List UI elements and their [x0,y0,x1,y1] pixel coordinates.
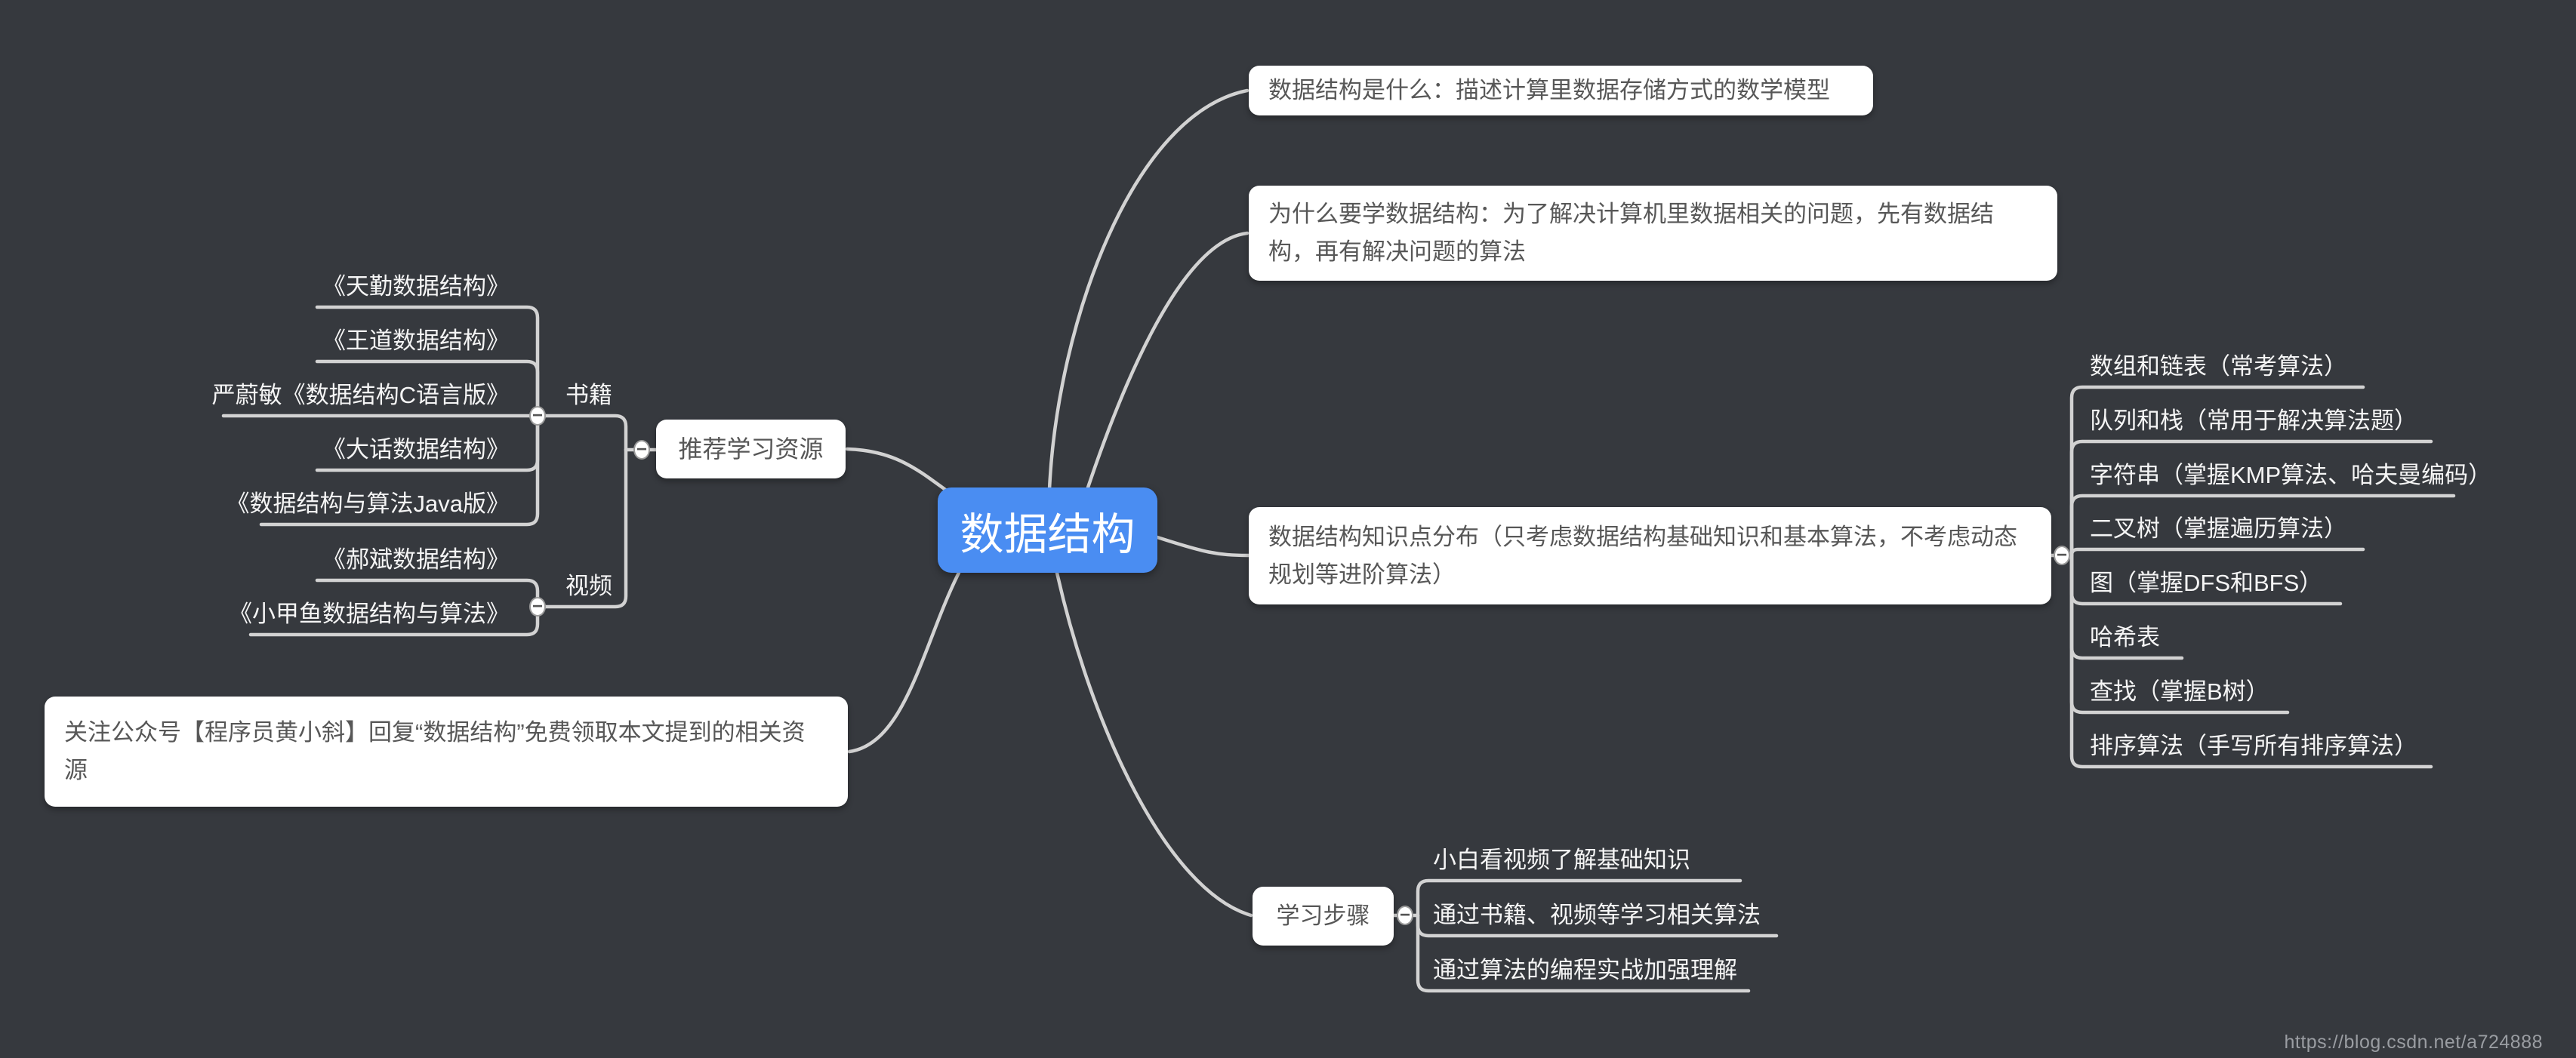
collapse-button-steps[interactable]: − [1397,906,1413,925]
topic-wechat[interactable]: 关注公众号【程序员黄小斜】回复“数据结构”免费领取本文提到的相关资源 [45,697,848,807]
edge-knowledge-child-2 [2069,494,2456,558]
topic-what-label: 数据结构是什么：描述计算里数据存储方式的数学模型 [1268,77,1830,103]
edge-videos-child-0 [315,578,540,609]
subtopic-binary-tree[interactable]: 二叉树（掌握遍历算法） [2090,515,2347,542]
subtopic-queue-stack[interactable]: 队列和栈（常用于解决算法题） [2090,408,2417,434]
edge-root-knowledge [1155,535,1251,558]
topic-what[interactable]: 数据结构是什么：描述计算里数据存储方式的数学模型 [1249,66,1873,115]
subtopic-string[interactable]: 字符串（掌握KMP算法、哈夫曼编码） [2090,462,2492,488]
subtopic-search[interactable]: 查找（掌握B树） [2090,678,2269,705]
subtopic-graph[interactable]: 图（掌握DFS和BFS） [2090,570,2323,596]
edge-books-child-1 [315,359,540,418]
edge-root-wechat [847,571,961,754]
edge-books-child-4 [259,414,540,527]
subtopic-step-books[interactable]: 通过书籍、视频等学习相关算法 [1433,902,1761,928]
subtopic-step-videos[interactable]: 小白看视频了解基础知识 [1433,847,1690,873]
subtopic-video-xiaojiayu[interactable]: 《小甲鱼数据结构与算法》 [229,601,510,627]
subtopic-book-java[interactable]: 《数据结构与算法Java版》 [226,491,510,517]
edge-resources-videos [541,447,628,609]
edge-knowledge-child-3 [2069,547,2365,558]
subtopic-hash-table[interactable]: 哈希表 [2090,624,2160,650]
collapse-button-knowledge[interactable]: − [2054,546,2070,565]
edge-root-what [1047,88,1249,492]
topic-why[interactable]: 为什么要学数据结构：为了解决计算机里数据相关的问题，先有数据结构，再有解决问题的… [1249,186,2057,281]
subtopic-book-tianqin[interactable]: 《天勤数据结构》 [322,273,510,300]
edge-knowledge-child-1 [2069,439,2433,558]
edge-books-child-0 [315,305,540,418]
subtopic-book-dahua[interactable]: 《大话数据结构》 [322,436,510,463]
topic-wechat-label: 关注公众号【程序员黄小斜】回复“数据结构”免费领取本文提到的相关资源 [64,719,806,783]
topic-resources[interactable]: 推荐学习资源 [656,420,846,478]
subtopic-book-wangdao[interactable]: 《王道数据结构》 [322,328,510,354]
watermark-url: https://blog.csdn.net/a724888 [2284,1032,2543,1053]
topic-steps[interactable]: 学习步骤 [1253,887,1394,946]
edge-root-resources [845,447,950,494]
subtopic-videos-label[interactable]: 视频 [565,573,612,599]
subtopic-book-yanweimin[interactable]: 严蔚敏《数据结构C语言版》 [211,382,510,408]
root-topic[interactable]: 数据结构 [938,487,1157,573]
edge-root-steps [1055,571,1253,918]
topic-why-label: 为什么要学数据结构：为了解决计算机里数据相关的问题，先有数据结构，再有解决问题的… [1268,201,1994,265]
topic-steps-label: 学习步骤 [1276,903,1370,929]
edge-resources-books [540,414,628,452]
collapse-button-books[interactable]: − [529,406,546,426]
collapse-button-videos[interactable]: − [529,597,546,617]
root-topic-label: 数据结构 [960,509,1135,559]
subtopic-step-practice[interactable]: 通过算法的编程实战加强理解 [1433,957,1737,983]
collapse-button-resources[interactable]: − [633,440,650,460]
edge-root-why [1085,231,1249,492]
subtopic-sorting[interactable]: 排序算法（手写所有排序算法） [2090,733,2417,759]
edge-steps-child-2 [1416,913,1751,993]
topic-resources-label: 推荐学习资源 [678,435,824,463]
edge-knowledge-child-0 [2069,385,2365,558]
edge-steps-child-0 [1416,878,1742,918]
edge-videos-child-1 [248,604,540,637]
edge-knowledge-child-7 [2069,553,2433,769]
topic-knowledge[interactable]: 数据结构知识点分布（只考虑数据结构基础知识和基本算法，不考虑动态规划等进阶算法） [1249,507,2051,604]
topic-knowledge-label: 数据结构知识点分布（只考虑数据结构基础知识和基本算法，不考虑动态规划等进阶算法） [1268,523,2017,588]
subtopic-books-label[interactable]: 书籍 [565,382,612,408]
subtopic-arrays-lists[interactable]: 数组和链表（常考算法） [2090,353,2347,380]
subtopic-video-haobin[interactable]: 《郝斌数据结构》 [322,546,510,573]
